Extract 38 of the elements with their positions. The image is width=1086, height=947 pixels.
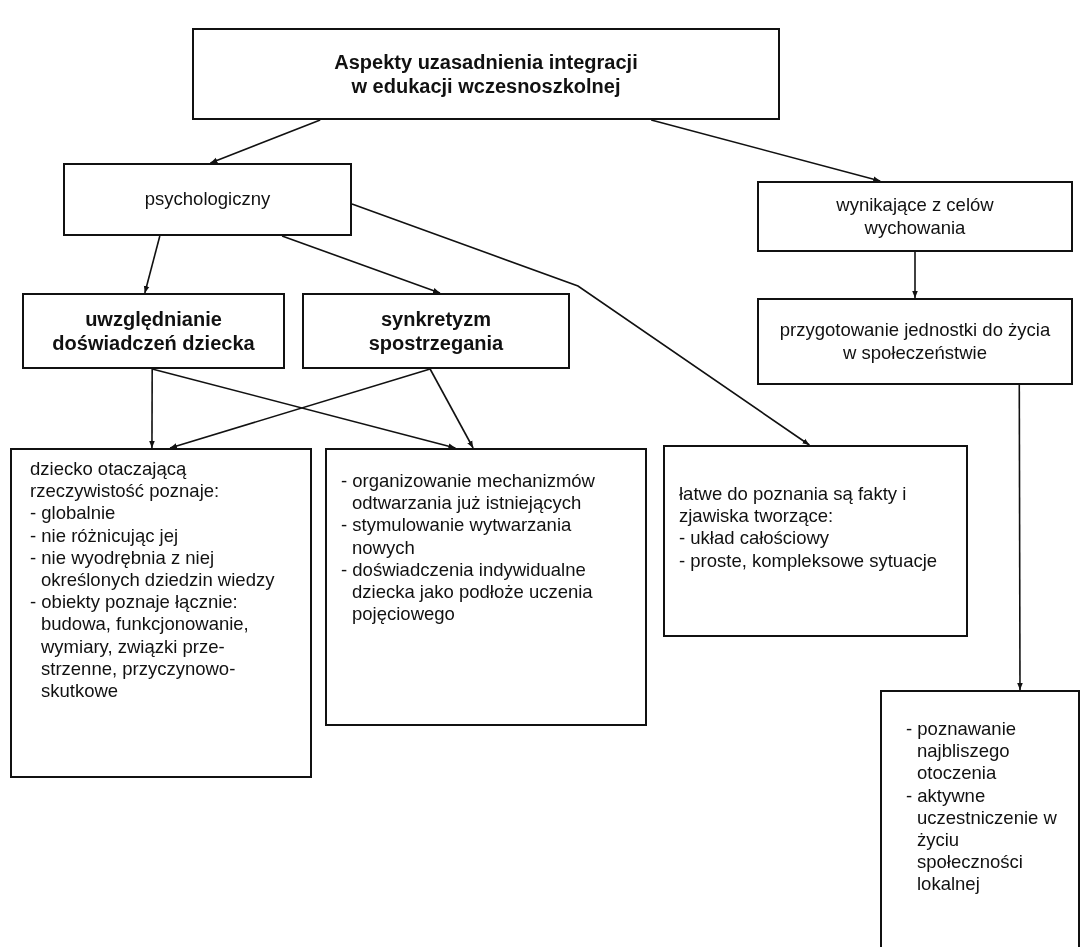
arrow <box>351 203 811 446</box>
aspect-box <box>757 298 1073 385</box>
bullet-item: - stymulowanie wytwarzania nowych <box>341 514 573 559</box>
arrow <box>143 235 161 294</box>
bullet-item: - nie wyodrębnia z niej określonych dziedzin wiedzy <box>30 546 276 592</box>
category-box <box>63 163 352 236</box>
arrow <box>209 119 321 164</box>
box-label: Aspekty uzasadnienia integracji w edukacji wczesnoszkolnej <box>333 50 639 98</box>
box-label: wynikające z celów wychowania <box>835 194 995 239</box>
category-box <box>757 181 1073 252</box>
bullet-item: - obiekty poznaje łącznie: budowa, funkcjonowanie, wymiary, związki prze- strzenne, przyczynowo- skutkowe <box>30 591 250 703</box>
description-box <box>10 448 312 778</box>
arrow <box>650 119 882 182</box>
bullet-item: - proste, kompleksowe sytuacje <box>679 549 939 572</box>
description-box <box>880 690 1080 947</box>
aspect-box <box>302 293 570 369</box>
bullet-item: - globalnie <box>30 502 117 525</box>
arrow <box>429 368 474 449</box>
bullet-item: - organizowanie mechanizmów odtwarzania już istniejących <box>341 470 596 515</box>
box-label: synkretyzm spostrzegania <box>367 307 505 355</box>
description-box <box>663 445 968 637</box>
bullet-item: - aktywne uczestniczenie w życiu społeczności lokalnej <box>906 784 1058 896</box>
box-label: psychologiczny <box>144 188 271 211</box>
bullet-item: - poznawanie najbliszego otoczenia <box>906 718 1018 785</box>
box-label: przygotowanie jednostki do życia w społeczeństwie <box>778 319 1052 364</box>
intro-text: dziecko otaczającą rzeczywistość poznaje: <box>30 458 221 503</box>
arrow <box>1017 384 1023 691</box>
box-label: uwzględnianie doświadczeń dziecka <box>51 307 256 355</box>
arrow <box>912 251 918 299</box>
intro-text: łatwe do poznania są fakty i zjawiska tworzące: <box>679 483 908 528</box>
bullet-item: - nie różnicując jej <box>30 524 180 547</box>
arrow <box>281 235 441 294</box>
description-box <box>325 448 647 726</box>
aspect-box <box>22 293 285 369</box>
bullet-item: - doświadczenia indywidualne dziecka jako podłoże uczenia pojęciowego <box>341 558 594 626</box>
bullet-item: - układ całościowy <box>679 527 831 550</box>
arrow <box>149 368 155 449</box>
title-box <box>192 28 780 120</box>
